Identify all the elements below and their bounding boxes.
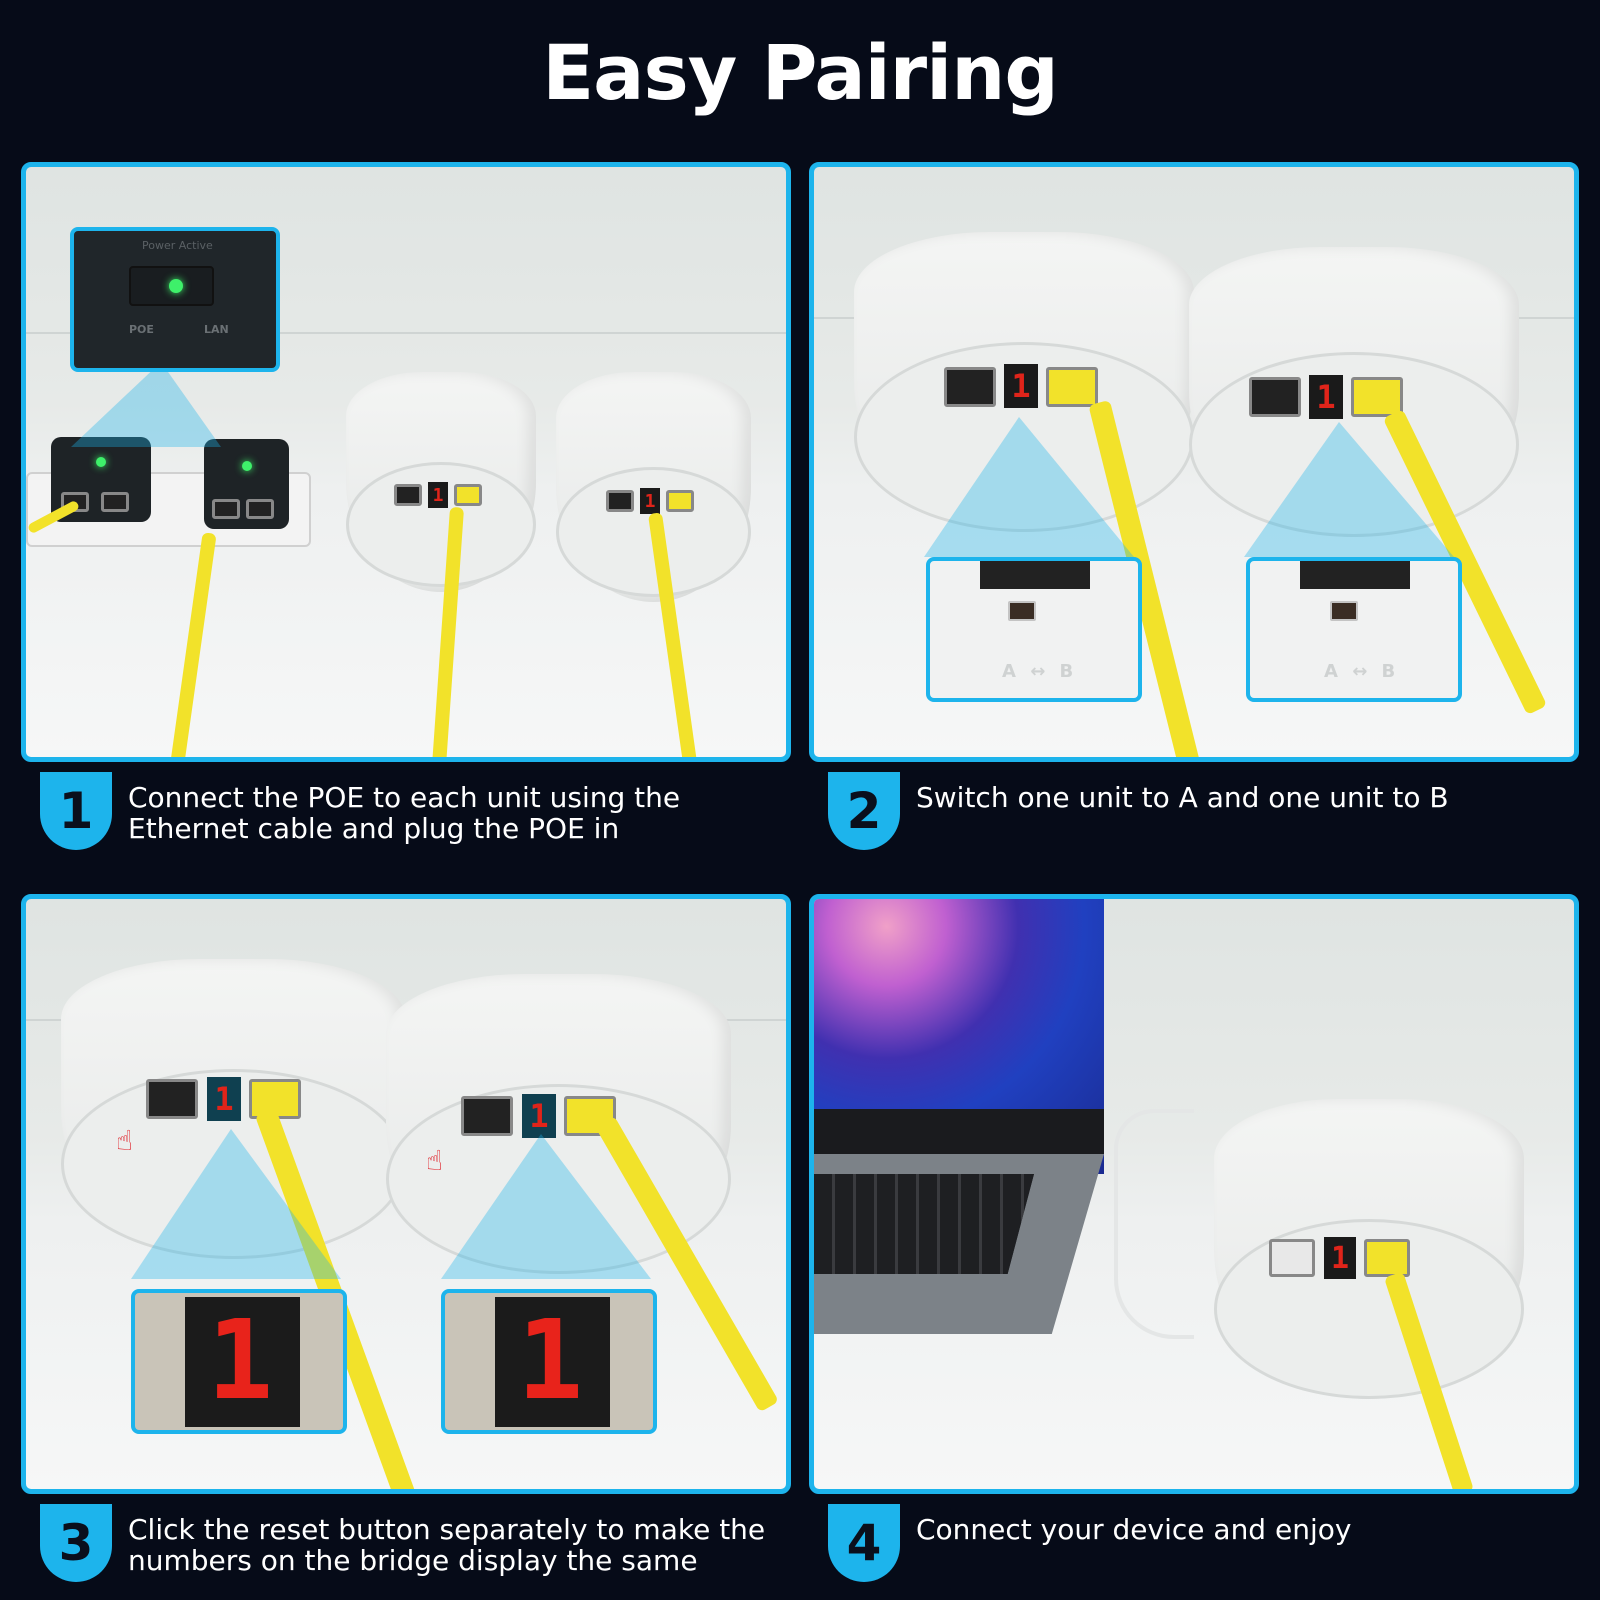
zoom-beam [131,1129,341,1279]
laptop-keyboard [814,1174,1034,1274]
white-ethernet-cable [1114,1109,1194,1339]
switch-zoom-inset: A ↔ B [1246,557,1462,702]
ab-switch-label: A ↔ B [1324,661,1400,682]
power-active-label: Power Active [142,239,213,252]
step-3: 3 Click the reset button separately to m… [40,1504,800,1594]
step-4-photo: 1 [809,894,1579,1494]
seven-segment-display: 1 [522,1094,556,1138]
step-number-badge: 3 [40,1504,112,1582]
step-description: Switch one unit to A and one unit to B [916,781,1449,814]
step-1-photo: Power Active POE LAN 1 1 [21,162,791,762]
step-1: 1 Connect the POE to each unit using the… [40,772,800,862]
switch-zoom-inset: A ↔ B [926,557,1142,702]
step-description: Connect the POE to each unit using the E… [128,781,681,845]
step-number-badge: 4 [828,1504,900,1582]
page-title: Easy Pairing [542,28,1058,117]
bridge-unit: ☝ 1 [61,959,406,1259]
zoom-beam [71,362,221,447]
ab-switch [1330,601,1358,621]
seven-segment-display: 1 [1324,1237,1356,1279]
ab-switch-label: A ↔ B [1002,661,1078,682]
display-zoom-inset: 1 [131,1289,347,1434]
seven-segment-display-zoom: 1 [207,1296,274,1424]
bridge-unit: 1 [1214,1099,1524,1399]
bridge-unit: 1 [556,372,751,602]
step-4: 4 Connect your device and enjoy [828,1504,1588,1594]
step-3-photo: ☝ 1 ☝ 1 1 1 [21,894,791,1494]
step-number-badge: 2 [828,772,900,850]
seven-segment-display: 1 [207,1077,241,1121]
step-number-badge: 1 [40,772,112,850]
poe-adapter [204,439,289,529]
bridge-unit: 1 [854,232,1194,532]
zoom-beam [1244,422,1454,557]
laptop-bezel [814,1109,1104,1154]
seven-segment-display: 1 [1309,375,1343,419]
lan-port-label: LAN [204,323,229,336]
zoom-beam [441,1134,651,1279]
poe-zoom-inset: Power Active POE LAN [70,227,280,372]
power-led [169,279,183,293]
bridge-unit: ☝ 1 [386,974,731,1274]
table-edge [26,332,786,334]
bridge-unit: 1 [1189,247,1519,537]
seven-segment-display: 1 [640,488,660,514]
zoom-beam [924,417,1134,557]
step-2: 2 Switch one unit to A and one unit to B [828,772,1588,862]
seven-segment-display-zoom: 1 [517,1296,584,1424]
seven-segment-display: 1 [1004,364,1038,408]
ethernet-cable [169,532,217,757]
step-description: Click the reset button separately to mak… [128,1513,766,1577]
step-description: Connect your device and enjoy [916,1513,1352,1546]
reset-button-icon: ☝ [116,1124,134,1157]
display-zoom-inset: 1 [441,1289,657,1434]
bridge-unit: 1 [346,372,536,592]
ab-switch [1008,601,1036,621]
seven-segment-display: 1 [428,482,448,508]
poe-port-label: POE [129,323,154,336]
reset-button-icon: ☝ [426,1144,444,1177]
step-2-photo: 1 1 A ↔ B A ↔ B [809,162,1579,762]
